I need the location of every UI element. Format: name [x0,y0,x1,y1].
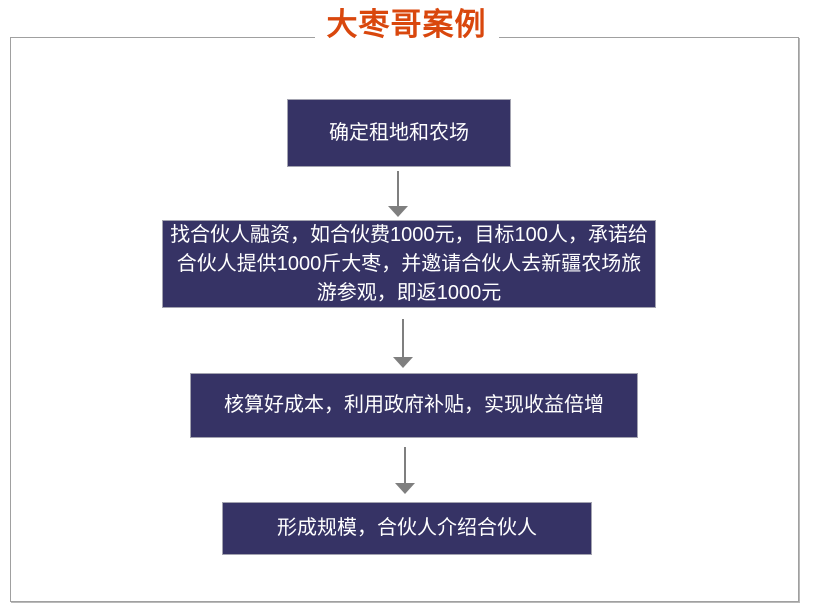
arrow-down-icon [388,171,408,217]
arrow-head [395,483,415,494]
arrow-head [393,357,413,368]
flow-step-label: 确定租地和农场 [329,121,469,144]
arrow-down-icon [393,319,413,368]
flow-step-label: 形成规模，合伙人介绍合伙人 [277,517,537,539]
arrow-line [397,171,399,206]
flow-step-label: 找合伙人融资，如合伙费1000元，目标100人，承诺给合伙人提供1000斤大枣，… [170,223,648,304]
flow-step-box-2: 找合伙人融资，如合伙费1000元，目标100人，承诺给合伙人提供1000斤大枣，… [162,220,656,308]
slide-title: 大枣哥案例 [314,3,499,47]
arrow-line [402,319,404,357]
flow-step-box-1: 确定租地和农场 [287,99,511,167]
arrow-down-icon [395,447,415,494]
flow-step-box-3: 核算好成本，利用政府补贴，实现收益倍增 [190,373,638,438]
flow-step-label: 核算好成本，利用政府补贴，实现收益倍增 [224,394,604,416]
arrow-head [388,206,408,217]
flow-step-box-4: 形成规模，合伙人介绍合伙人 [222,502,592,555]
arrow-line [404,447,406,483]
